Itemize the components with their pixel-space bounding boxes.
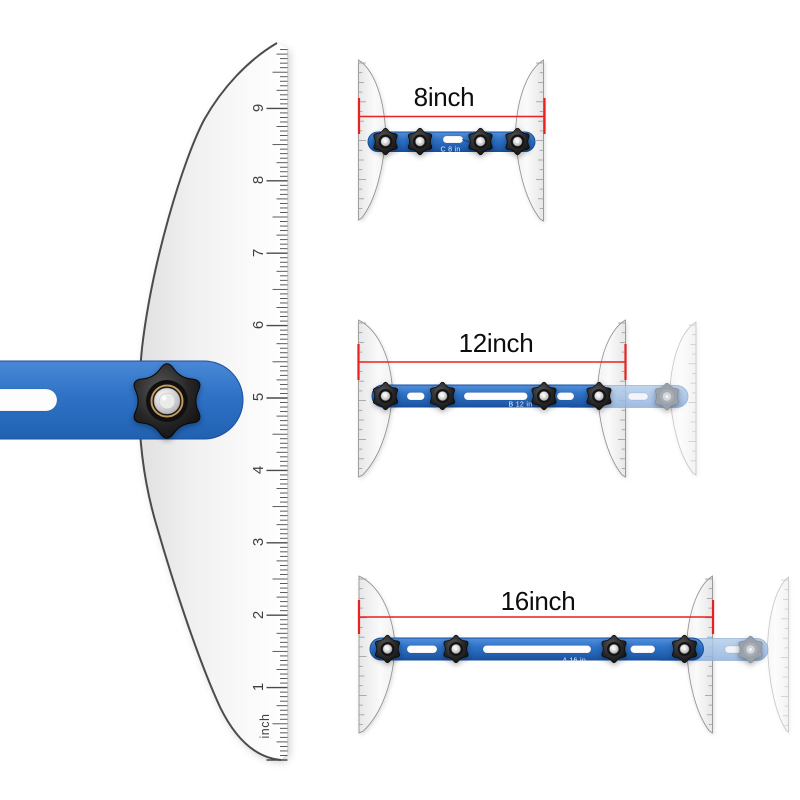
dimension-line-12inch (357, 344, 627, 380)
knob (373, 381, 398, 411)
right-blade-ticks (536, 62, 544, 209)
slide-arm-slot (0, 388, 58, 412)
main-locking-knob (133, 363, 201, 439)
bar-slot (630, 645, 656, 654)
config-16inch: A 16 in (357, 575, 789, 734)
knob (443, 634, 469, 664)
knob (672, 634, 697, 664)
knob (373, 127, 398, 156)
ruler-number: 8 (249, 175, 267, 185)
bar-size-label: A 16 in (563, 658, 587, 665)
ruler-number: 2 (249, 610, 267, 620)
ruler-unit-label: inch (258, 713, 272, 739)
knob (468, 127, 493, 156)
bar-slot-long (482, 645, 592, 654)
dimension-line-16inch (357, 600, 715, 634)
ruler-number: 1 (249, 682, 267, 692)
knob (430, 381, 455, 411)
bar-slot (442, 135, 464, 144)
dimension-label-8inch: 8inch (413, 82, 475, 112)
main-tool-assembly (0, 42, 289, 761)
ruler-number: 3 (249, 537, 267, 547)
dimension-line-8inch (357, 98, 546, 134)
bar-size-label: B 12 in (509, 402, 533, 409)
ruler-number: 9 (249, 103, 267, 113)
config-8inch: C 8 in (357, 59, 546, 222)
bar-slot (406, 392, 425, 401)
left-blade-ticks (359, 578, 367, 725)
knob (601, 634, 627, 664)
ruler-number: 5 (249, 392, 267, 402)
bar-size-label: C 8 in (441, 147, 461, 154)
bar-slot (406, 645, 438, 654)
ruler-number: 7 (249, 248, 267, 258)
bar-slot (556, 392, 575, 401)
knob (375, 634, 400, 664)
knob (531, 381, 557, 411)
knob (505, 127, 530, 156)
dimension-label-12inch: 12inch (458, 328, 534, 358)
ghost-extension-blade (767, 576, 789, 733)
knob (586, 381, 612, 411)
ruler-number: 6 (249, 320, 267, 330)
config-12inch: B 12 in (357, 319, 697, 478)
dimension-label-16inch: 16inch (500, 586, 576, 616)
left-blade-ticks (358, 62, 366, 209)
bar-slot-long (463, 392, 528, 401)
main-ruler-ticks (266, 49, 288, 761)
knob (407, 127, 433, 156)
ruler-number: 4 (249, 465, 267, 475)
